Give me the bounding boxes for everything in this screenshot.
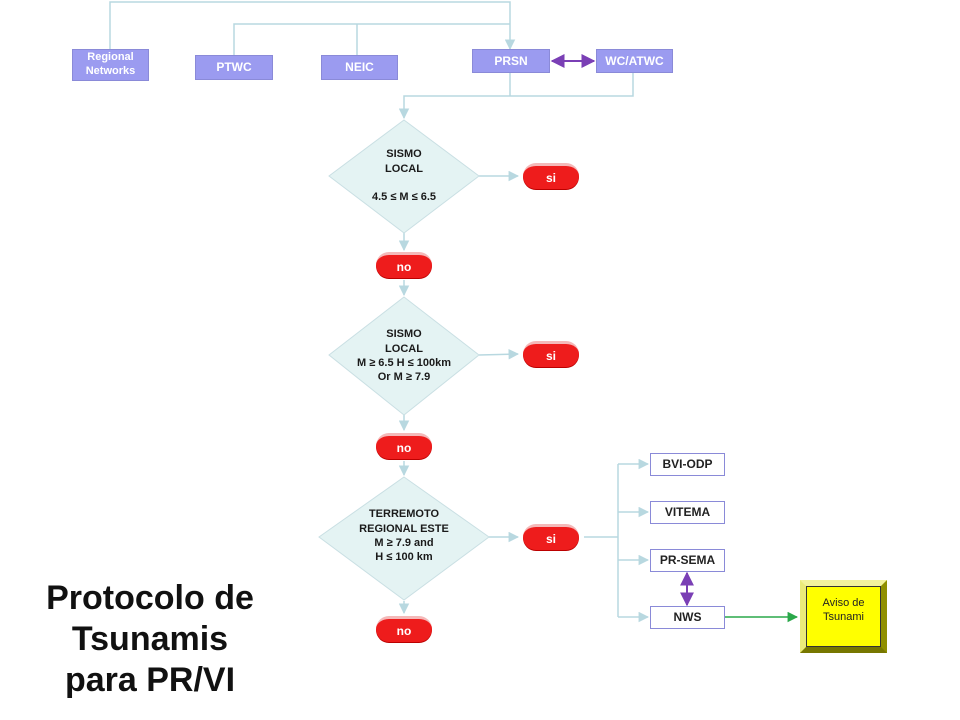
connector-regional-to-prsn <box>109 1 516 51</box>
wc-atwc-box: WC/ATWC <box>596 49 673 73</box>
connector-ptwc-neic-to-prsn <box>233 23 510 55</box>
yes-pill-2: si <box>523 341 579 367</box>
recipient-vitema: VITEMA <box>650 501 725 524</box>
prsn-box: PRSN <box>472 49 550 73</box>
regional-networks-box: Regional Networks <box>72 49 149 81</box>
recipient-nws: NWS <box>650 606 725 629</box>
connector-d2-yes <box>478 348 520 360</box>
recipient-bvi-odp: BVI-ODP <box>650 453 725 476</box>
connector-wcatwc-down <box>398 72 634 120</box>
no-pill-2: no <box>376 433 432 459</box>
ptwc-box: PTWC <box>195 55 273 80</box>
neic-box: NEIC <box>321 55 398 80</box>
decision-diamond-3 <box>318 476 490 601</box>
yes-pill-1: si <box>523 163 579 189</box>
tsunami-warning-box: Aviso de Tsunami <box>800 580 887 653</box>
page-title: Protocolo de Tsunamis para PR/VI <box>46 579 254 699</box>
decision-diamond-1 <box>328 119 480 234</box>
tsunami-warning-label: Aviso de Tsunami <box>806 586 881 647</box>
decision-diamond-2 <box>328 296 480 416</box>
recipient-pr-sema: PR-SEMA <box>650 549 725 572</box>
no-pill-1: no <box>376 252 432 278</box>
yes-pill-3: si <box>523 524 579 550</box>
no-pill-3: no <box>376 616 432 642</box>
